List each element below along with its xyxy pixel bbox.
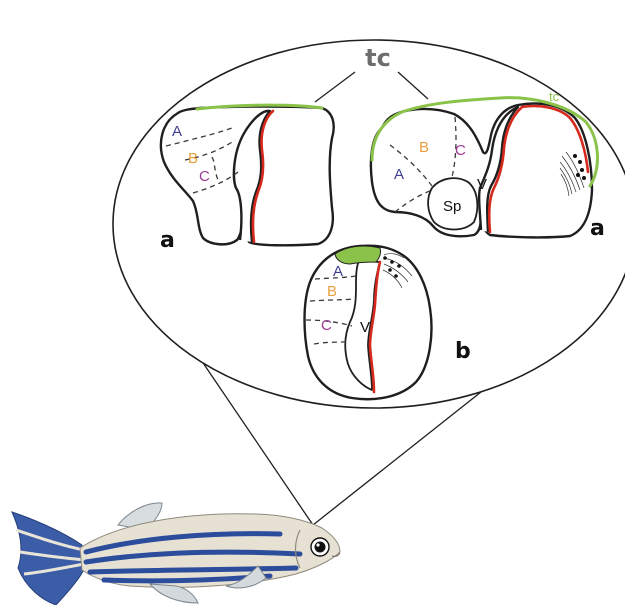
region-c-label: C xyxy=(199,168,210,185)
region-b-label: B xyxy=(188,150,198,167)
region-b-label: B xyxy=(327,283,337,300)
tc-small-label: tc xyxy=(549,89,560,104)
zebrafish-illustration xyxy=(12,503,340,605)
fish-pupil xyxy=(315,542,326,553)
tc-main-label: tc xyxy=(365,44,391,72)
panel-b-label: b xyxy=(455,339,471,364)
panel-a-right-label: a xyxy=(590,216,605,241)
panel-a-left-label: a xyxy=(160,228,175,253)
region-a-label: A xyxy=(394,166,404,183)
region-v-label: V xyxy=(477,176,487,193)
region-c-label: C xyxy=(321,317,332,334)
region-a-label: A xyxy=(172,123,182,140)
region-v-label: V xyxy=(360,319,370,336)
region-sp-label: Sp xyxy=(443,198,461,215)
region-a-label: A xyxy=(333,263,343,280)
region-c-label: C xyxy=(455,142,466,159)
section-b: A B C V xyxy=(305,246,432,400)
region-b-label: B xyxy=(419,139,429,156)
